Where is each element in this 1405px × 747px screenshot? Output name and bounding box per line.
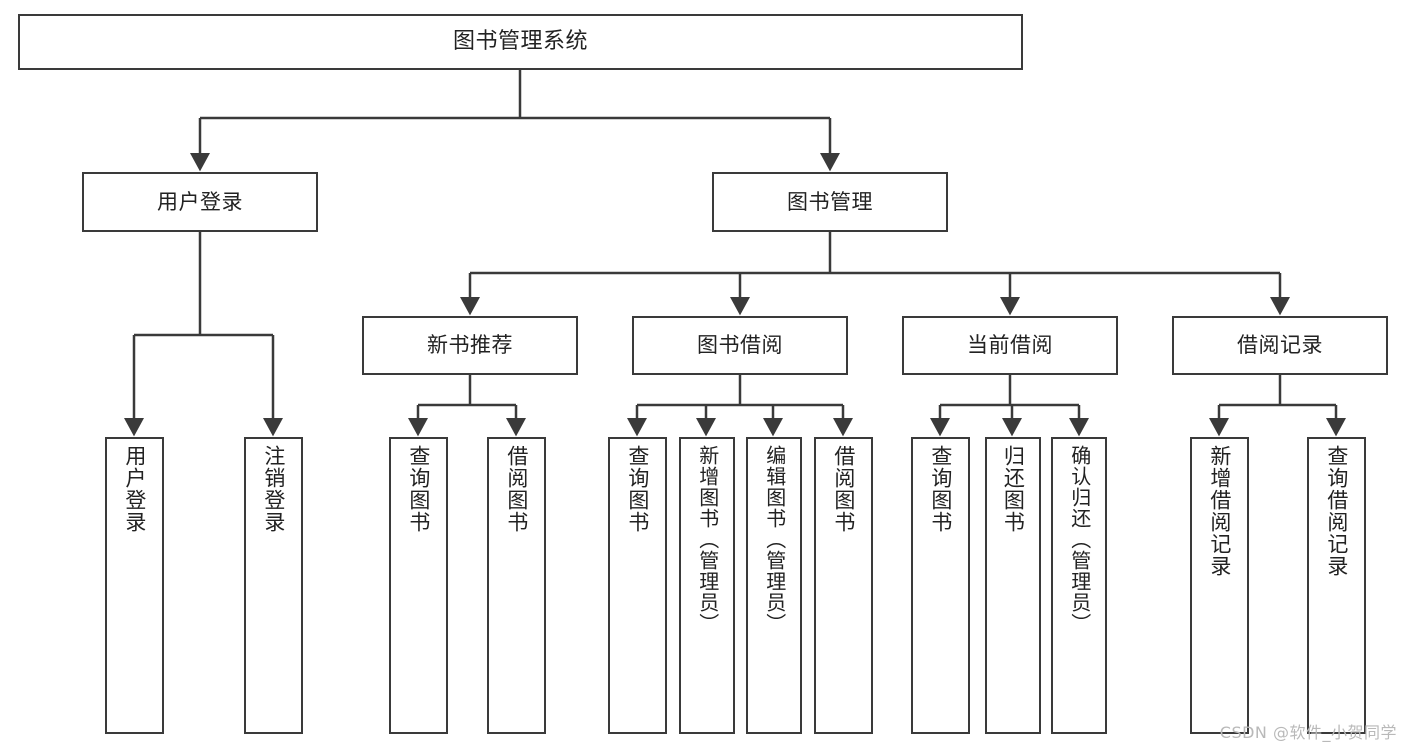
leaf-node[interactable]: 借阅图书 <box>487 437 546 734</box>
leaf-node[interactable]: 查询图书 <box>911 437 970 734</box>
leaf-node-label: 确认归还（管理员） <box>1067 445 1092 634</box>
leaf-node-label: 新增图书（管理员） <box>695 445 720 634</box>
node-book-borrow-label: 图书借阅 <box>697 333 783 358</box>
leaf-node[interactable]: 注销登录 <box>244 437 303 734</box>
leaf-node-label: 借阅图书 <box>831 445 856 533</box>
node-root[interactable]: 图书管理系统 <box>18 14 1023 70</box>
leaf-node-label: 查询借阅记录 <box>1324 445 1349 577</box>
node-user-login[interactable]: 用户登录 <box>82 172 318 232</box>
leaf-node[interactable]: 新增借阅记录 <box>1190 437 1249 734</box>
leaf-node-label: 注销登录 <box>261 445 286 533</box>
leaf-node[interactable]: 借阅图书 <box>814 437 873 734</box>
leaf-node-label: 借阅图书 <box>504 445 529 533</box>
node-book-borrow[interactable]: 图书借阅 <box>632 316 848 375</box>
node-borrow-records-label: 借阅记录 <box>1237 333 1323 358</box>
leaf-node-label: 查询图书 <box>406 445 431 533</box>
leaf-node[interactable]: 归还图书 <box>985 437 1041 734</box>
leaf-node[interactable]: 查询图书 <box>389 437 448 734</box>
node-current-borrow-label: 当前借阅 <box>967 333 1053 358</box>
leaf-node[interactable]: 用户登录 <box>105 437 164 734</box>
leaf-node[interactable]: 新增图书（管理员） <box>679 437 735 734</box>
leaf-node[interactable]: 编辑图书（管理员） <box>746 437 802 734</box>
node-new-book-recommend[interactable]: 新书推荐 <box>362 316 578 375</box>
leaf-node[interactable]: 确认归还（管理员） <box>1051 437 1107 734</box>
leaf-node-label: 用户登录 <box>122 445 147 533</box>
node-root-label: 图书管理系统 <box>452 29 588 55</box>
leaf-node-label: 编辑图书（管理员） <box>762 445 787 634</box>
leaf-node-label: 查询图书 <box>928 445 953 533</box>
leaf-node-label: 查询图书 <box>625 445 650 533</box>
leaf-node-label: 归还图书 <box>1001 445 1026 533</box>
watermark: CSDN @软件_小贺同学 <box>1219 723 1397 742</box>
leaf-node-label: 新增借阅记录 <box>1207 445 1232 577</box>
node-user-login-label: 用户登录 <box>157 189 243 214</box>
node-borrow-records[interactable]: 借阅记录 <box>1172 316 1388 375</box>
node-current-borrow[interactable]: 当前借阅 <box>902 316 1118 375</box>
node-new-book-recommend-label: 新书推荐 <box>427 333 513 358</box>
node-book-management-label: 图书管理 <box>787 189 873 214</box>
leaf-node[interactable]: 查询借阅记录 <box>1307 437 1366 734</box>
leaf-node[interactable]: 查询图书 <box>608 437 667 734</box>
node-book-management[interactable]: 图书管理 <box>712 172 948 232</box>
